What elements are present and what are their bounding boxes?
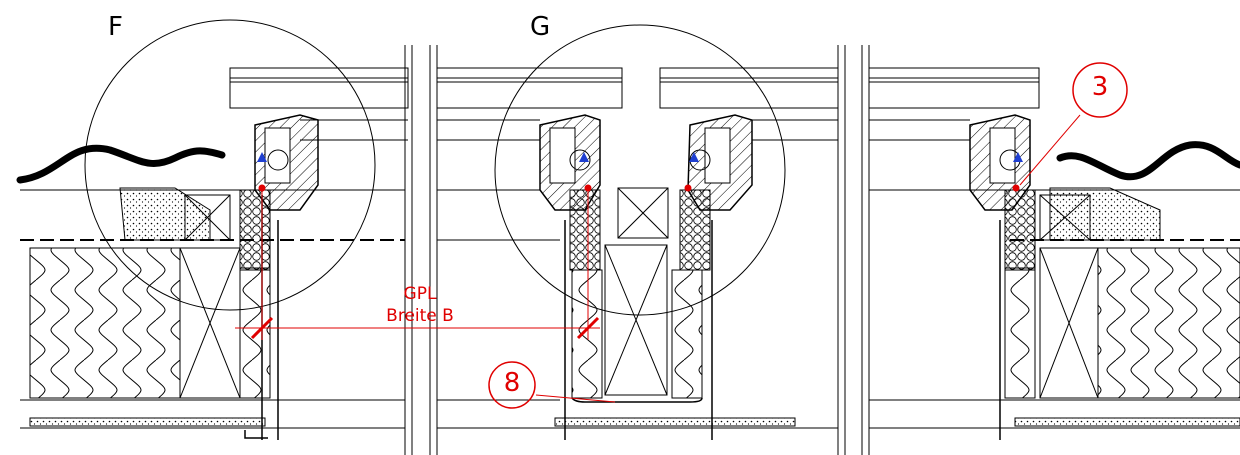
blue-markers	[257, 152, 1023, 162]
right-section	[868, 67, 1240, 440]
left-section	[16, 67, 409, 440]
callout-circle-3	[1072, 62, 1128, 118]
dimension-label: GPL Breite B	[370, 283, 470, 327]
dimension-label-line1: GPL	[403, 284, 437, 304]
callout-circle-8	[488, 361, 536, 409]
callout-number-3: 3	[1091, 72, 1109, 102]
dimension-label-line2: Breite B	[386, 306, 454, 326]
dimension-annotation	[235, 62, 1128, 409]
break-lines	[404, 45, 870, 455]
detail-label-g: G	[530, 12, 551, 42]
detail-circle-f	[84, 19, 376, 311]
detail-circle-g	[494, 24, 786, 316]
callout-number-8: 8	[503, 368, 521, 398]
detail-label-f: F	[108, 12, 123, 42]
